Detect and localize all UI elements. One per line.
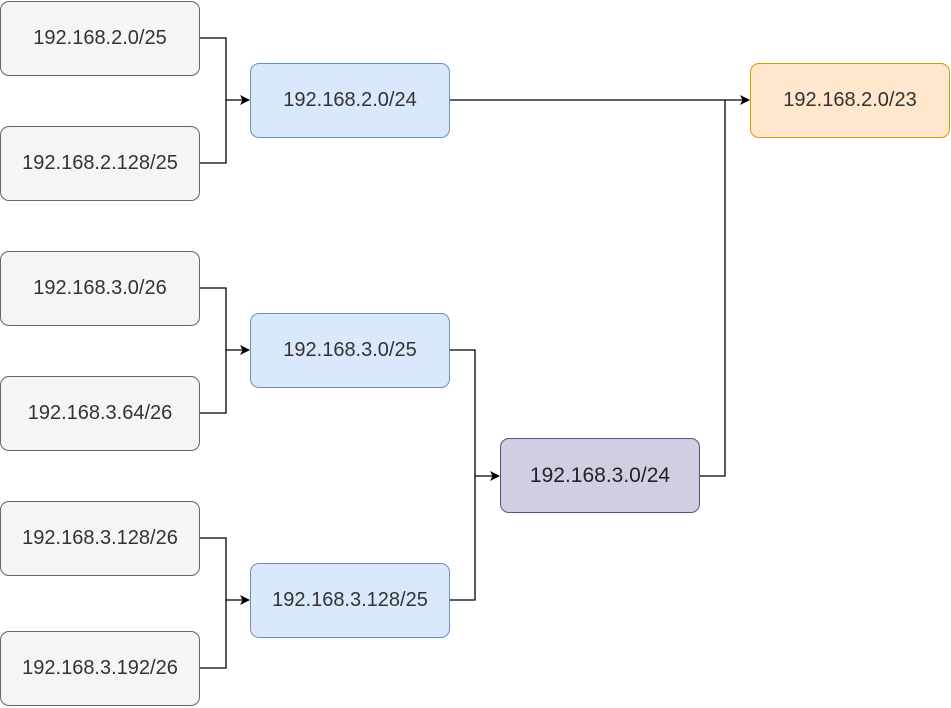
node-mid-192-168-3-128-25: 192.168.3.128/25	[250, 563, 450, 638]
node-leaf-192-168-3-128-26: 192.168.3.128/26	[0, 501, 200, 576]
edge-mid2-agg1	[450, 349, 500, 481]
edge-leaf3-mid2	[200, 287, 250, 355]
node-label: 192.168.3.64/26	[27, 402, 173, 424]
node-mid-192-168-3-0-25: 192.168.3.0/25	[250, 313, 450, 388]
node-leaf-192-168-3-192-26: 192.168.3.192/26	[0, 631, 200, 706]
node-agg-192-168-3-0-24: 192.168.3.0/24	[500, 438, 700, 513]
node-leaf-192-168-3-0-26: 192.168.3.0/26	[0, 251, 200, 326]
node-root-192-168-2-0-23: 192.168.2.0/23	[750, 63, 950, 138]
edge-leaf1-mid1	[200, 37, 250, 105]
edge-leaf4-mid2	[200, 350, 227, 414]
node-label: 192.168.2.0/25	[33, 27, 167, 49]
node-label: 192.168.3.0/25	[283, 339, 417, 361]
node-label: 192.168.2.0/24	[283, 89, 417, 111]
edge-mid3-agg1	[450, 476, 476, 601]
node-label: 192.168.3.0/24	[529, 463, 671, 487]
edge-leaf2-mid1	[200, 100, 227, 164]
edge-leaf5-mid3	[200, 537, 250, 605]
node-label: 192.168.3.192/26	[22, 657, 178, 679]
node-leaf-192-168-2-128-25: 192.168.2.128/25	[0, 126, 200, 201]
node-leaf-192-168-3-64-26: 192.168.3.64/26	[0, 376, 200, 451]
node-label: 192.168.2.128/25	[22, 152, 178, 174]
edge-leaf6-mid3	[200, 600, 227, 669]
node-mid-192-168-2-0-24: 192.168.2.0/24	[250, 63, 450, 138]
node-label: 192.168.3.128/25	[272, 589, 428, 611]
node-label: 192.168.3.128/26	[22, 527, 178, 549]
node-leaf-192-168-2-0-25: 192.168.2.0/25	[0, 1, 200, 76]
edge-agg1-root	[700, 100, 726, 477]
node-label: 192.168.3.0/26	[33, 277, 167, 299]
node-label: 192.168.2.0/23	[783, 89, 917, 111]
